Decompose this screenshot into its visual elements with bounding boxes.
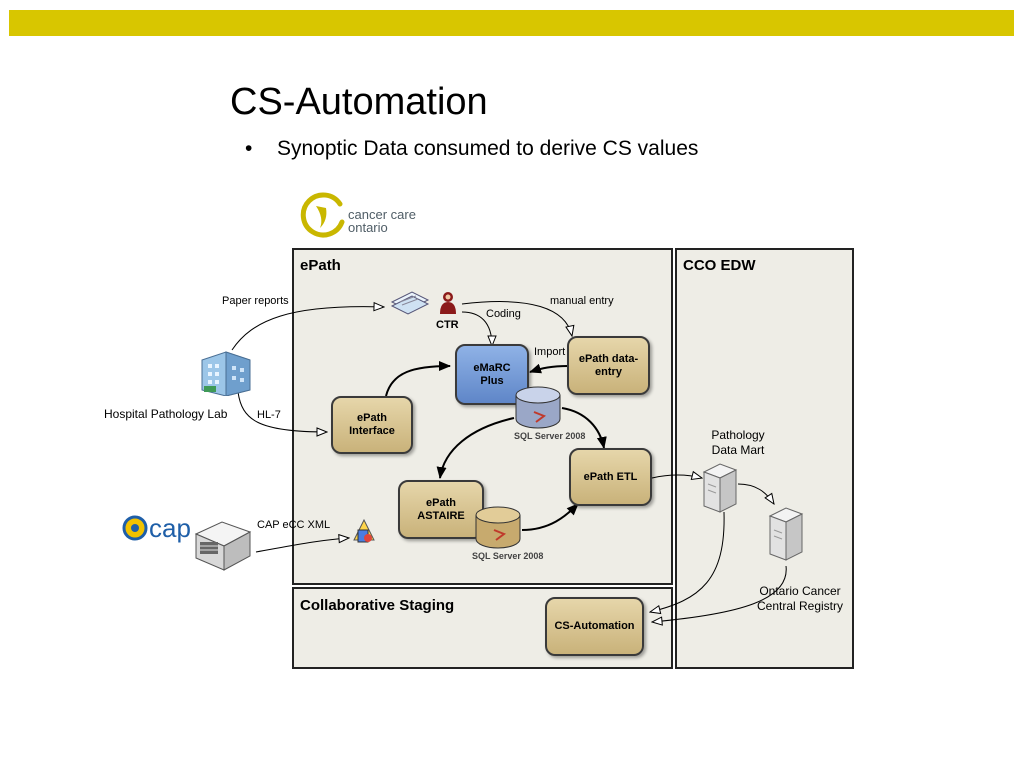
etl-to-datamart-arrow (651, 475, 702, 478)
hospital-pathology-lab-label: Hospital Pathology Lab (104, 407, 228, 421)
cap-logo: cap (122, 514, 196, 542)
registry-to-cs-arrow (652, 565, 787, 622)
emarc-db-to-astaire-arrow (436, 417, 515, 479)
cap-server-icon (194, 521, 252, 571)
cs-automation-label: CS-Automation (554, 620, 635, 632)
epath-astaire-node: ePath ASTAIRE (398, 480, 484, 539)
bullet-text: Synoptic Data consumed to derive CS valu… (277, 137, 699, 160)
hospital-building-icon (201, 351, 251, 396)
xml-document-icon (353, 518, 375, 543)
manual-entry-label: manual entry (550, 295, 614, 307)
ctr-person-icon (440, 292, 456, 314)
epath-astaire-label: ePath ASTAIRE (417, 496, 465, 522)
cap-xml-arrow (255, 538, 349, 553)
sql-server-label-1: SQL Server 2008 (514, 431, 586, 441)
ontario-cancer-registry-server-icon (768, 507, 804, 561)
dataentry-to-emarc-arrow (529, 363, 569, 374)
datamart-to-cs-arrow (650, 511, 725, 612)
astaire-db-to-etl-arrow (521, 503, 579, 531)
epath-interface-label: ePath Interface (349, 412, 395, 437)
logo-line-2: ontario (348, 220, 388, 235)
bullet-dot-icon: • (245, 137, 253, 160)
datamart-to-registry-arrow (737, 483, 774, 504)
cs-automation-node: CS-Automation (545, 597, 644, 656)
ctr-label: CTR (436, 319, 459, 331)
epath-data-entry-node: ePath data-entry (567, 336, 650, 395)
collaborative-staging-panel-title: Collaborative Staging (300, 597, 455, 614)
sql-server-label-2: SQL Server 2008 (472, 551, 544, 561)
paper-reports-label: Paper reports (222, 295, 289, 307)
logo-line-1: cancer care (348, 207, 416, 222)
emarc-plus-label: eMaRC Plus (473, 361, 511, 387)
cap-logo-text: cap (149, 513, 191, 543)
epath-interface-node: ePath Interface (331, 396, 413, 454)
bullet-item: • Synoptic Data consumed to derive CS val… (245, 136, 698, 162)
epath-data-entry-label: ePath data-entry (578, 352, 639, 378)
epath-etl-node: ePath ETL (569, 448, 652, 506)
cap-ecc-xml-label: CAP eCC XML (257, 519, 331, 531)
slide-title: CS-Automation (230, 81, 488, 123)
emarc-db-to-etl-arrow (561, 407, 607, 449)
cco-logo-mark-icon (300, 192, 345, 238)
astaire-database-icon (475, 506, 521, 549)
hl7-label: HL-7 (257, 409, 281, 421)
manual-entry-arrow (461, 301, 572, 336)
emarc-database-icon (515, 386, 561, 429)
epath-etl-label: ePath ETL (583, 470, 638, 483)
pathology-data-mart-label: Pathology Data Mart (711, 428, 765, 457)
paper-documents-icon (390, 291, 430, 315)
top-accent-bar (9, 10, 1014, 36)
ontario-cancer-central-registry-label: Ontario Cancer Central Registry (756, 584, 844, 613)
coding-label: Coding (486, 308, 521, 320)
cancer-care-ontario-logo: cancer care ontario (300, 192, 430, 240)
cap-logo-mark-icon (122, 515, 148, 541)
epath-panel-title: ePath (300, 257, 341, 274)
interface-to-emarc-arrow (385, 361, 451, 397)
cco-edw-panel-title: CCO EDW (683, 257, 756, 274)
ctr-to-emarc-arrow (461, 311, 492, 346)
pathology-data-mart-server-icon (702, 463, 738, 513)
import-label: Import (534, 346, 566, 358)
hl7-arrow (237, 391, 327, 432)
paper-reports-arrow (231, 307, 384, 351)
